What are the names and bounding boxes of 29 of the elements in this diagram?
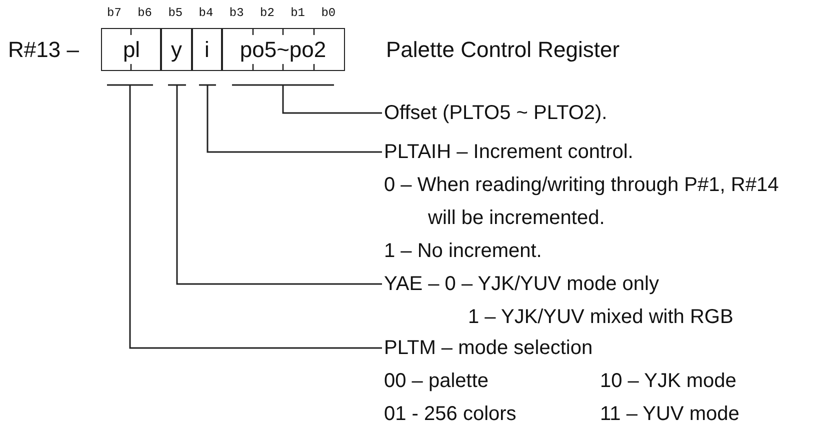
description-heading: PLTAIH – Increment control. <box>384 140 634 165</box>
bit-label: b0 <box>321 6 336 20</box>
register-field: pl <box>101 28 162 71</box>
register-field: y <box>160 28 193 71</box>
description-text: 11 – YUV mode <box>600 402 740 427</box>
register-field: po5~po2 <box>221 28 345 71</box>
leader-line <box>231 84 383 114</box>
description-heading: Offset (PLTO5 ~ PLTO2). <box>384 101 608 126</box>
description-text: 1 – YJK/YUV mixed with RGB <box>468 305 734 330</box>
description-text: 0 – When reading/writing through P#1, R#14 will be incremented. <box>384 173 780 231</box>
description-text: 01 - 256 colors <box>384 402 516 427</box>
bit-label: b2 <box>260 6 274 20</box>
leader-line <box>167 84 383 285</box>
register-name: R#13 – <box>8 37 79 63</box>
bit-label: b6 <box>138 6 152 20</box>
description-text: 1 – No increment. <box>384 239 542 264</box>
leader-line <box>106 84 383 349</box>
description-text: 00 – palette <box>384 369 489 394</box>
bit-label: b3 <box>229 6 244 20</box>
description-heading: PLTM – mode selection <box>384 336 593 361</box>
register-field: i <box>191 28 223 71</box>
bit-label: b7 <box>107 6 122 20</box>
bit-label: b4 <box>198 6 214 20</box>
description-text: 10 – YJK mode <box>600 369 736 394</box>
register-title: Palette Control Register <box>386 37 620 63</box>
bit-label: b5 <box>168 6 183 20</box>
description-heading: YAE – 0 – YJK/YUV mode only <box>384 272 659 297</box>
leader-line <box>198 84 383 153</box>
bit-label: b1 <box>290 6 305 20</box>
